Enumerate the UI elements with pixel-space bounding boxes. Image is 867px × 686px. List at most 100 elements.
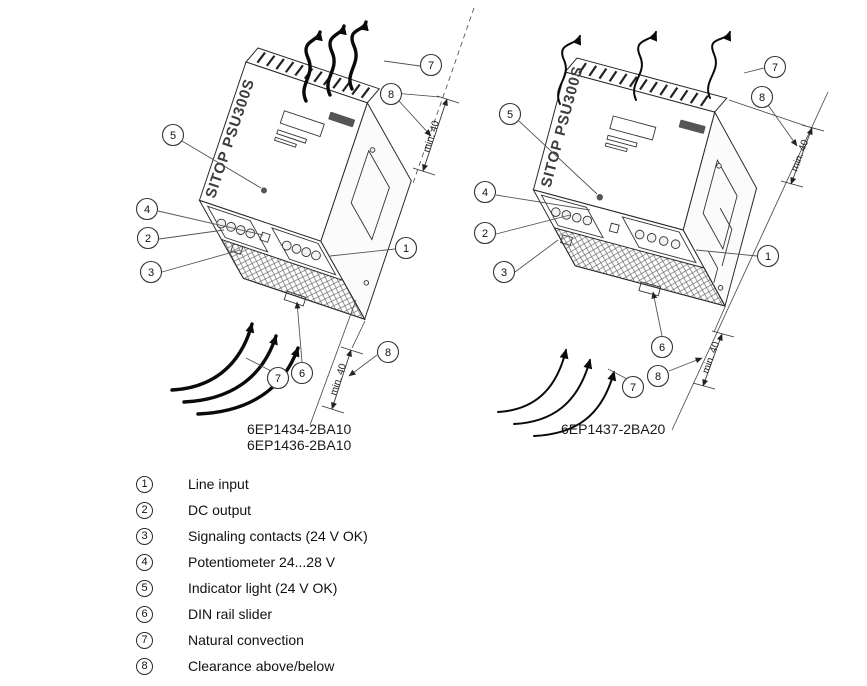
convection-arrow-icon [497, 348, 569, 413]
callout-left-3: 3 [139, 260, 163, 284]
model-number: 6EP1434-2BA10 [247, 421, 352, 437]
left-unit-text-block [273, 136, 297, 148]
brand-logo-block [678, 119, 706, 134]
right-unit-text-block [604, 142, 628, 153]
leader-left-8-bottom [348, 354, 378, 377]
clearance-plane-line [411, 7, 475, 187]
legend-number-badge: 7 [136, 631, 153, 649]
leader-right-8-top [767, 104, 798, 147]
legend-number-badge: 3 [136, 527, 153, 545]
clearance-label: min. 40 [789, 138, 811, 173]
svg-text:7: 7 [428, 60, 434, 72]
svg-text:2: 2 [145, 233, 151, 245]
legend-item-clearance: 8 Clearance above/below [136, 653, 368, 679]
svg-text:8: 8 [759, 92, 765, 104]
model-number: 6EP1436-2BA10 [247, 437, 352, 453]
right-unit-convection-arrows-bottom [497, 348, 617, 437]
left-bottom-clearance-dimension: min. 40 [309, 299, 366, 426]
leader-right-1 [695, 249, 758, 257]
legend-number-badge: 6 [136, 605, 153, 623]
callout-right-5: 5 [498, 102, 522, 126]
callout-left-6: 6 [290, 361, 314, 385]
legend-label: Natural convection [188, 632, 304, 648]
convection-arrow-icon [533, 370, 617, 437]
leader-left-4 [157, 210, 264, 236]
callout-left-8-top: 8 [379, 82, 403, 106]
callout-left-7-top: 7 [419, 53, 443, 77]
svg-text:5: 5 [170, 130, 176, 142]
potentiometer [608, 222, 620, 234]
legend-number-badge: 2 [136, 501, 153, 519]
callout-left-4: 4 [135, 197, 159, 221]
right-unit-text-block [606, 134, 638, 148]
leader-right-7-bottom [607, 368, 628, 380]
leader-left-2 [158, 229, 225, 240]
leader-left-3 [161, 249, 241, 273]
convection-arrow-icon [633, 30, 658, 101]
legend-number-badge: 4 [136, 553, 153, 571]
svg-text:6: 6 [299, 368, 305, 380]
callout-right-4: 4 [473, 180, 497, 204]
right-unit-terminal-block [621, 216, 697, 264]
callout-right-1: 1 [756, 244, 780, 268]
convection-arrow-icon [302, 30, 323, 103]
svg-text:7: 7 [630, 382, 636, 394]
legend-item-signaling-contacts: 3 Signaling contacts (24 V OK) [136, 523, 368, 549]
din-rail-slider [638, 281, 662, 297]
leader-right-3 [514, 239, 559, 273]
callout-right-8-top: 8 [750, 85, 774, 109]
legend-item-potentiometer: 4 Potentiometer 24...28 V [136, 549, 368, 575]
right-unit-vent-grille [553, 227, 726, 307]
callout-right-6: 6 [650, 335, 674, 359]
convection-arrow-icon [513, 358, 593, 425]
leader-right-6 [651, 291, 663, 337]
convection-arrow-icon [182, 334, 278, 404]
callout-left-7-bottom: 7 [266, 366, 290, 390]
legend-item-dc-output: 2 DC output [136, 497, 368, 523]
leader-left-5 [181, 140, 262, 189]
legend-number-badge: 1 [136, 475, 153, 493]
leader-left-6 [294, 301, 303, 363]
convection-arrow-icon [196, 346, 300, 416]
leader-right-8-bottom [668, 357, 703, 372]
svg-text:1: 1 [765, 251, 771, 263]
left-unit-model-numbers: 6EP1434-2BA10 6EP1436-2BA10 [247, 421, 351, 453]
legend-label: Signaling contacts (24 V OK) [188, 528, 368, 544]
clearance-label: min. 40 [700, 340, 722, 375]
svg-text:5: 5 [507, 109, 513, 121]
leader-right-5 [518, 120, 598, 195]
left-unit-text-block [276, 129, 308, 144]
callout-right-2: 2 [473, 221, 497, 245]
model-number: 6EP1437-2BA20 [561, 421, 666, 437]
callout-left-5: 5 [161, 123, 185, 147]
leader-left-7-top [383, 60, 421, 67]
callout-right-7-top: 7 [763, 55, 787, 79]
convection-arrow-icon [557, 34, 582, 105]
svg-text:3: 3 [148, 267, 154, 279]
potentiometer [259, 231, 271, 243]
svg-text:8: 8 [385, 347, 391, 359]
indicator-light [260, 187, 267, 194]
convection-arrow-icon [326, 24, 347, 97]
right-unit-label-window [609, 115, 657, 141]
legend-item-natural-convection: 7 Natural convection [136, 627, 368, 653]
left-unit-label-window [279, 110, 325, 138]
right-unit-side-screw [716, 163, 722, 169]
leader-right-2 [495, 214, 571, 235]
legend-number-badge: 5 [136, 579, 153, 597]
svg-text:4: 4 [144, 204, 150, 216]
svg-text:3: 3 [501, 267, 507, 279]
svg-text:7: 7 [772, 62, 778, 74]
leader-left-8-top [398, 100, 432, 137]
svg-text:6: 6 [659, 342, 665, 354]
convection-arrow-icon [707, 30, 732, 99]
svg-text:2: 2 [482, 228, 488, 240]
clearance-label: min. 40 [421, 119, 442, 154]
left-unit-side-cutout [350, 149, 390, 241]
svg-text:7: 7 [275, 373, 281, 385]
callout-right-3: 3 [492, 260, 516, 284]
leader-left-1 [329, 248, 396, 257]
callout-bubbles: 7 8 5 4 2 3 1 6 7 8 7 8 5 4 2 3 1 6 7 8 [135, 53, 787, 399]
